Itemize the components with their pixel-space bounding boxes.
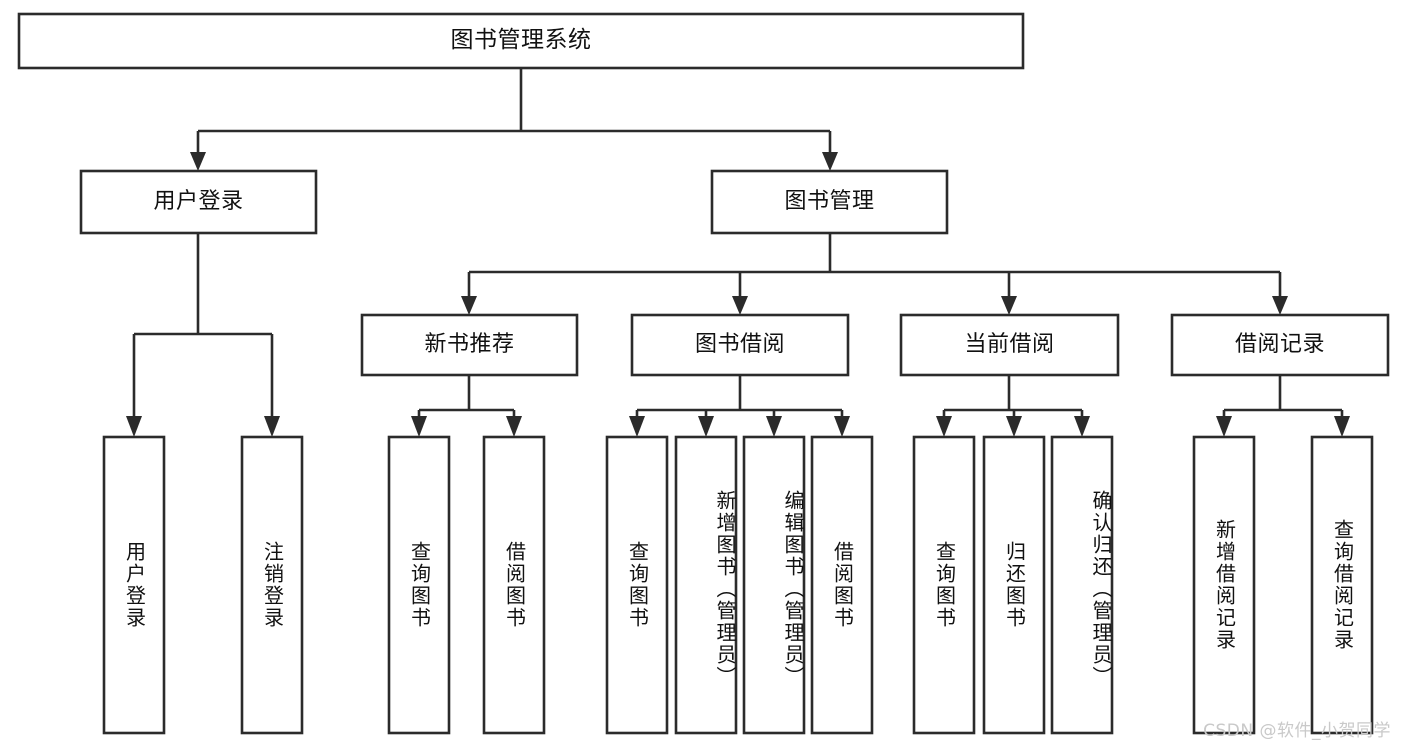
node-box-leaf-query-book-1[interactable] xyxy=(387,435,451,735)
node-box-leaf-add-book[interactable] xyxy=(674,435,738,735)
arrow-head-icon xyxy=(1001,296,1017,315)
arrow-head-icon xyxy=(461,296,477,315)
connector-borrow-record-to-leaves xyxy=(1216,375,1350,437)
node-box-leaf-query-book-2[interactable] xyxy=(605,435,669,735)
arrow-head-icon xyxy=(629,416,645,437)
node-box-borrow-record[interactable] xyxy=(1170,313,1390,377)
arrow-head-icon xyxy=(766,416,782,437)
node-box-book-borrow[interactable] xyxy=(630,313,850,377)
arrow-head-icon xyxy=(936,416,952,437)
node-box-leaf-user-login[interactable] xyxy=(102,435,166,735)
node-box-leaf-borrow-book-2[interactable] xyxy=(810,435,874,735)
node-box-leaf-query-book-3[interactable] xyxy=(912,435,976,735)
node-box-leaf-logout[interactable] xyxy=(240,435,304,735)
node-box-current-borrow[interactable] xyxy=(899,313,1120,377)
node-box-leaf-query-record[interactable] xyxy=(1310,435,1374,735)
arrow-head-icon xyxy=(411,416,427,437)
node-box-new-book-recommend[interactable] xyxy=(360,313,579,377)
node-box-book-management[interactable] xyxy=(710,169,949,235)
csdn-watermark: CSDN @软件_小贺同学 xyxy=(1203,721,1391,741)
arrow-head-icon xyxy=(126,416,142,437)
arrow-head-icon xyxy=(834,416,850,437)
node-box-leaf-edit-book[interactable] xyxy=(742,435,806,735)
node-box-leaf-return-book[interactable] xyxy=(982,435,1046,735)
connector-current-borrow-to-leaves xyxy=(936,375,1090,437)
connector-new-book-recommend-to-leaves xyxy=(411,375,522,437)
connector-user-login-to-leaves xyxy=(126,233,280,437)
node-box-root[interactable] xyxy=(17,12,1025,70)
node-box-leaf-confirm-return[interactable] xyxy=(1050,435,1114,735)
node-box-user-login[interactable] xyxy=(79,169,318,235)
arrow-head-icon xyxy=(822,152,838,171)
node-box-leaf-add-record[interactable] xyxy=(1192,435,1256,735)
arrow-head-icon xyxy=(190,152,206,171)
arrow-head-icon xyxy=(1334,416,1350,437)
arrow-head-icon xyxy=(1272,296,1288,315)
arrow-head-icon xyxy=(1074,416,1090,437)
arrow-head-icon xyxy=(506,416,522,437)
arrow-head-icon xyxy=(732,296,748,315)
arrow-head-icon xyxy=(1216,416,1232,437)
node-box-leaf-borrow-book-1[interactable] xyxy=(482,435,546,735)
arrow-head-icon xyxy=(1006,416,1022,437)
connector-book-borrow-to-leaves xyxy=(629,375,850,437)
connector-root-to-level2 xyxy=(190,68,838,171)
arrow-head-icon xyxy=(264,416,280,437)
arrow-head-icon xyxy=(698,416,714,437)
connector-book-management-to-level3 xyxy=(461,233,1288,315)
